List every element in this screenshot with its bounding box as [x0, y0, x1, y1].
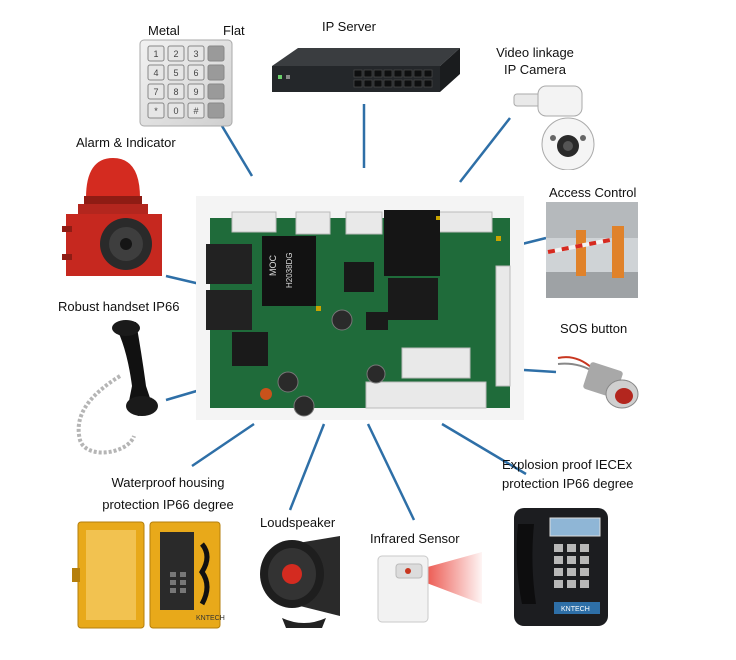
keypad-key	[187, 83, 205, 100]
access-control-label: Access Control	[549, 185, 637, 200]
keypad-key-label: 1	[153, 49, 158, 59]
keypad-key	[147, 45, 165, 62]
access-control-image	[546, 202, 638, 298]
keypad-key-label: 3	[193, 49, 198, 59]
handset-label: Robust handset IP66	[58, 299, 180, 314]
handset-image	[76, 320, 158, 455]
keypad-image: 1 2 3 4 5 6 7 8 9 * 0 #	[139, 39, 233, 127]
ip-camera-label-line2: IP Camera	[504, 62, 566, 77]
waterproof-housing-image: KNTECH	[72, 521, 225, 629]
flat-keypad-label: Flat	[223, 23, 245, 38]
keypad-key	[167, 83, 185, 100]
keypad-key-label: 5	[173, 68, 178, 78]
keypad-key-label: 0	[173, 106, 178, 116]
keypad-key	[147, 64, 165, 81]
housing-brand: KNTECH	[196, 615, 225, 622]
board-chip-line2: H2038DG	[285, 252, 294, 288]
link-alarm	[165, 274, 201, 286]
link-ip-camera	[459, 117, 511, 183]
loudspeaker-label: Loudspeaker	[260, 515, 336, 530]
phone-brand: KNTECH	[561, 606, 590, 613]
waterproof-housing-label-line1: Waterproof housing	[111, 475, 225, 490]
link-infrared-sensor	[366, 423, 416, 521]
link-handset	[165, 388, 201, 402]
keypad-key	[207, 45, 225, 62]
board-chip-line1: MOC	[268, 255, 278, 276]
keypad-key	[167, 45, 185, 62]
sos-button-image	[557, 356, 639, 409]
control-board-image: MOC H2038DG	[196, 196, 524, 420]
keypad-key-label: 6	[193, 68, 198, 78]
keypad-key-label: 2	[173, 49, 178, 59]
keypad-key-label: *	[154, 106, 158, 116]
keypad-key-label: 4	[153, 68, 158, 78]
infrared-sensor-label: Infrared Sensor	[370, 531, 460, 546]
waterproof-housing-label-line2: protection IP66 degree	[102, 497, 234, 512]
alarm-image	[62, 158, 162, 276]
ip-server-image	[272, 48, 460, 92]
link-explosion-proof	[441, 422, 527, 476]
link-loudspeaker	[288, 423, 326, 511]
keypad-key	[147, 102, 165, 119]
keypad-key-label: 9	[193, 87, 198, 97]
keypad-key	[147, 83, 165, 100]
link-sos-button	[523, 368, 557, 374]
infrared-sensor-image	[377, 552, 482, 623]
loudspeaker-image	[260, 536, 340, 628]
ip-camera-image	[513, 85, 595, 170]
keypad-key	[207, 64, 225, 81]
alarm-label: Alarm & Indicator	[76, 135, 176, 150]
ip-server-label: IP Server	[322, 19, 376, 34]
keypad-key	[207, 83, 225, 100]
keypad-key-label: 7	[153, 87, 158, 97]
sos-button-label: SOS button	[560, 321, 628, 336]
link-waterproof-housing	[191, 422, 255, 468]
keypad-key-label: #	[193, 106, 198, 116]
keypad-key-label: 8	[173, 87, 178, 97]
link-keypad	[220, 125, 254, 177]
explosion-proof-phone-image: KNTECH	[514, 508, 608, 626]
keypad-key	[187, 102, 205, 119]
explosion-proof-label-line1: Explosion proof IECEx	[502, 457, 633, 472]
keypad-key	[187, 45, 205, 62]
keypad-key	[207, 102, 225, 119]
explosion-proof-label-line2: protection IP66 degree	[502, 476, 634, 491]
metal-keypad-label: Metal	[148, 23, 180, 38]
keypad-key	[167, 102, 185, 119]
keypad-key	[167, 64, 185, 81]
ip-camera-label-line1: Video linkage	[496, 45, 574, 60]
keypad-key	[187, 64, 205, 81]
